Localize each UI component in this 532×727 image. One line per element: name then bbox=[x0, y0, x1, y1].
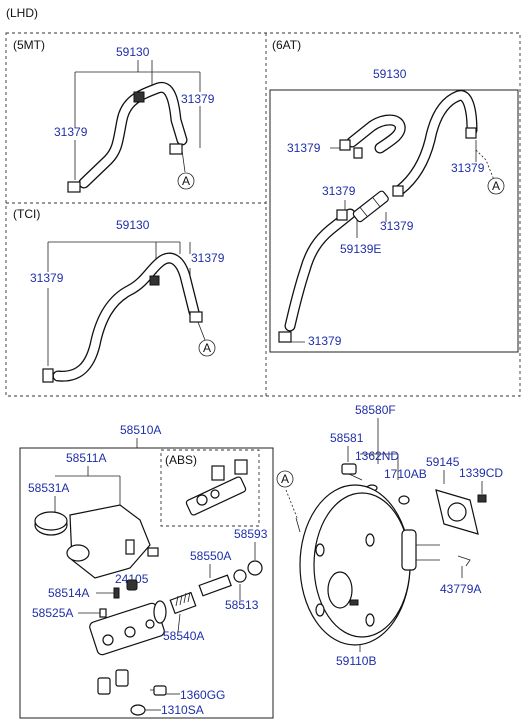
label-5mt-hose: 59130 bbox=[116, 45, 150, 59]
label-seal: 58513 bbox=[225, 598, 259, 612]
seal-2 bbox=[247, 560, 263, 576]
ref-booster: A bbox=[281, 472, 289, 486]
clamp-6at-e bbox=[278, 331, 292, 343]
leader-5mt bbox=[74, 60, 201, 180]
label-washer: 1310SA bbox=[161, 703, 204, 717]
label-6at-valve: 59139E bbox=[340, 242, 381, 256]
section-tci: (TCI) 59130 31379 31379 A bbox=[13, 207, 225, 383]
section-tci-title: (TCI) bbox=[13, 207, 40, 221]
nut bbox=[153, 685, 167, 696]
grommet-booster bbox=[398, 495, 410, 505]
fitting bbox=[457, 555, 471, 567]
label-5mt-clamp-right: 31379 bbox=[181, 92, 215, 106]
label-grommet: 24105 bbox=[115, 572, 149, 586]
section-6at-title: (6AT) bbox=[272, 38, 301, 52]
label-reservoir: 58511A bbox=[66, 451, 106, 465]
clip-5mt bbox=[133, 91, 145, 103]
master-cylinder-group: 58510A 58511A 58531A (ABS) 58514A 58525A bbox=[19, 423, 274, 719]
ref-5mt: A bbox=[182, 174, 190, 188]
booster-group: 58580F 58581 1362ND 1710AB 59145 1339CD … bbox=[276, 403, 503, 668]
ref-circle-booster bbox=[276, 470, 294, 488]
clamp-5mt-right bbox=[169, 143, 183, 155]
piston bbox=[198, 574, 232, 597]
master-cylinder-box bbox=[19, 447, 274, 719]
label-master-cylinder: 58510A bbox=[120, 423, 161, 437]
label-6at-clamp-b: 31379 bbox=[451, 161, 485, 175]
label-piston-kit: 58540A bbox=[163, 629, 204, 643]
label-5mt-clamp-left: 31379 bbox=[54, 125, 88, 139]
label-tci-hose: 59130 bbox=[116, 218, 150, 232]
drive-side-label: (LHD) bbox=[6, 6, 38, 20]
reservoir bbox=[69, 504, 151, 579]
label-gasket: 59145 bbox=[426, 455, 460, 469]
master-cylinder-body bbox=[89, 602, 165, 695]
hose-group-frame bbox=[5, 32, 521, 397]
brake-booster bbox=[299, 484, 440, 646]
clamp-tci-right bbox=[189, 311, 203, 323]
seal bbox=[233, 569, 247, 583]
label-booster: 59110B bbox=[336, 654, 376, 668]
label-bolt: 58525A bbox=[32, 606, 73, 620]
label-seal-kit: 58593 bbox=[234, 527, 268, 541]
section-5mt-title: (5MT) bbox=[13, 38, 45, 52]
6at-inner-box bbox=[269, 89, 519, 353]
nut-booster bbox=[477, 494, 487, 503]
label-6at-clamp-a: 31379 bbox=[287, 141, 321, 155]
abs-master-cylinder-icon bbox=[185, 459, 248, 516]
bolt bbox=[99, 608, 107, 618]
abs-box bbox=[160, 449, 260, 527]
label-clip: 1362ND bbox=[355, 449, 399, 463]
label-check-valve-assy: 58580F bbox=[355, 403, 396, 417]
label-nut: 1360GG bbox=[180, 688, 225, 702]
push-rod bbox=[295, 517, 301, 533]
o-ring bbox=[153, 600, 167, 624]
ref-circle-6at bbox=[487, 177, 505, 195]
clip-tci bbox=[149, 275, 160, 286]
clamp-6at-c bbox=[336, 209, 348, 221]
check-valve-6at bbox=[352, 190, 389, 223]
piston-spring bbox=[169, 591, 197, 615]
check-valve bbox=[341, 463, 357, 475]
label-check-valve: 58581 bbox=[330, 431, 364, 445]
label-cap: 58531A bbox=[28, 481, 69, 495]
label-tci-clamp-left: 31379 bbox=[30, 271, 64, 285]
abs-title: (ABS) bbox=[165, 453, 197, 467]
section-6at: (6AT) 59130 31379 31379 31379 31379 5913… bbox=[269, 38, 519, 353]
ref-6at: A bbox=[492, 179, 500, 193]
leader-tci bbox=[47, 241, 191, 366]
clamp-6at-b bbox=[465, 127, 477, 139]
pin bbox=[113, 587, 120, 599]
washer bbox=[130, 704, 146, 716]
clamp-5mt-left bbox=[67, 181, 81, 193]
label-fitting: 43779A bbox=[440, 582, 481, 596]
label-6at-clamp-d: 31379 bbox=[380, 219, 414, 233]
section-5mt: (5MT) 59130 31379 31379 A bbox=[13, 38, 215, 193]
ref-circle-5mt bbox=[177, 172, 195, 190]
label-piston: 58550A bbox=[190, 549, 231, 563]
label-6at-clamp-e: 31379 bbox=[308, 334, 342, 348]
hose-6at-lower bbox=[284, 208, 356, 332]
label-6at-clamp-c: 31379 bbox=[322, 184, 356, 198]
grommet bbox=[126, 579, 138, 591]
clamp-tci-left bbox=[42, 368, 54, 383]
label-grommet-booster: 1710AB bbox=[384, 467, 427, 481]
leader-6at bbox=[282, 140, 477, 343]
ref-tci: A bbox=[203, 341, 211, 355]
label-pin: 58514A bbox=[48, 586, 89, 600]
ref-circle-tci bbox=[198, 339, 216, 357]
clamp-6at-a2 bbox=[353, 147, 363, 159]
clamp-6at-d bbox=[392, 185, 404, 197]
clamp-6at-a bbox=[339, 139, 351, 151]
hose-tci bbox=[52, 252, 200, 382]
label-6at-hose: 59130 bbox=[373, 67, 407, 81]
label-tci-clamp-right: 31379 bbox=[191, 251, 225, 265]
label-nut-booster: 1339CD bbox=[459, 466, 503, 480]
